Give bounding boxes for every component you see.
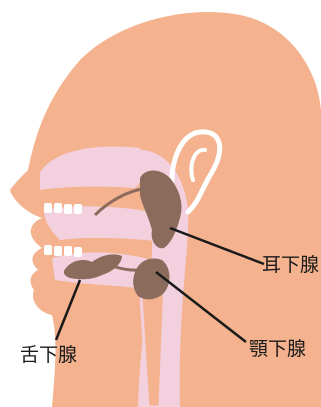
parotid-label: 耳下腺	[262, 256, 319, 275]
submandibular-label: 顎下腺	[249, 340, 306, 359]
sublingual-label: 舌下腺	[20, 346, 77, 365]
